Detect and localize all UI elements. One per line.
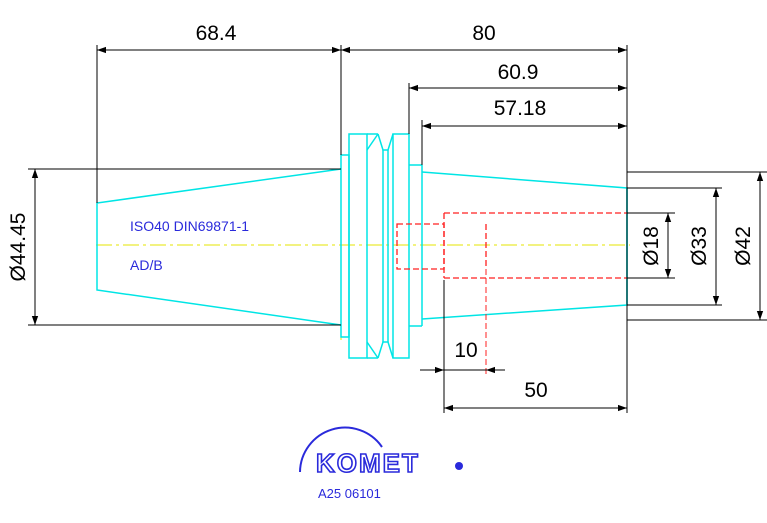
- logo-dot: [455, 462, 463, 470]
- flange: [340, 133, 410, 359]
- logo-arc: [299, 426, 383, 473]
- taper-shank: [96, 168, 342, 326]
- dia-33-label: Ø33: [688, 226, 711, 266]
- logo-text: KOMET: [316, 448, 420, 478]
- type-note: AD/B: [130, 257, 163, 273]
- dia-44-label: Ø44.45: [7, 213, 30, 282]
- dim-57-label: 57.18: [494, 97, 547, 120]
- extension-lines: [28, 45, 767, 413]
- dimension-lines: [31, 46, 764, 412]
- dim-50-label: 50: [524, 379, 547, 402]
- komet-logo: KOMET: [299, 426, 463, 479]
- dia-42-label: Ø42: [732, 226, 755, 266]
- drawing-code: A25 06101: [318, 486, 381, 501]
- dim-80-label: 80: [472, 22, 495, 45]
- dia-18-label: Ø18: [640, 226, 663, 266]
- standard-note: ISO40 DIN69871-1: [130, 218, 249, 234]
- dim-68-label: 68.4: [196, 22, 237, 45]
- dim-60-label: 60.9: [498, 61, 539, 84]
- dim-10-label: 10: [454, 339, 477, 362]
